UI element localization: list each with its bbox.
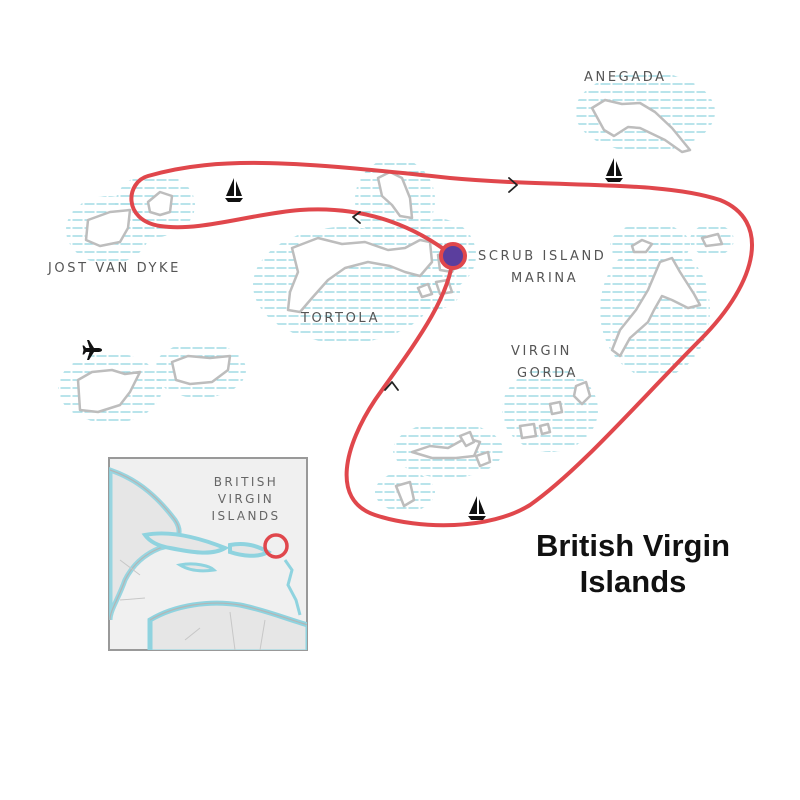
inset-map xyxy=(108,457,308,651)
label-virgin-gorda-line1: VIRGIN xyxy=(511,344,572,359)
inset-label-line1: BRITISH xyxy=(213,475,279,489)
inset-label-line2: VIRGIN xyxy=(217,492,275,506)
water-hatching xyxy=(58,72,734,512)
label-scrub-island-line2: MARINA xyxy=(511,271,579,286)
island-little-thatch xyxy=(76,368,142,414)
route-arrow-icon xyxy=(352,177,518,391)
label-jost-van-dyke: JOST VAN DYKE xyxy=(48,261,181,276)
label-virgin-gorda-line2: GORDA xyxy=(517,366,579,381)
marina-marker[interactable] xyxy=(439,242,467,270)
island-norman xyxy=(170,354,232,386)
island-virgin-gorda-south xyxy=(572,380,592,406)
island-necker xyxy=(700,232,724,248)
island-dead-chest xyxy=(474,450,492,468)
sailboat-icon xyxy=(605,158,623,182)
island-virgin-gorda-north xyxy=(610,256,702,358)
label-anegada: ANEGADA xyxy=(584,70,667,85)
label-tortola: TORTOLA xyxy=(301,311,381,326)
airplane-icon xyxy=(82,340,102,360)
sailing-route xyxy=(129,160,754,528)
island-anegada xyxy=(590,98,692,154)
sailboat-icon xyxy=(225,178,243,202)
inset-location-marker xyxy=(263,533,289,559)
island-ginger xyxy=(518,422,538,440)
island-cooper xyxy=(538,422,552,436)
island-tortola xyxy=(286,236,434,314)
island-marina-cay-1 xyxy=(416,282,434,299)
island-fallen-jerusalem xyxy=(548,400,564,416)
inset-label-line3: ISLANDS xyxy=(211,509,281,523)
inset-label: BRITISH VIRGIN ISLANDS xyxy=(196,474,296,525)
label-scrub-island-line1: SCRUB ISLAND xyxy=(478,249,607,264)
island-eustatia xyxy=(630,238,654,254)
island-sandy-cay xyxy=(146,190,174,217)
map-title: British Virgin Islands xyxy=(535,528,731,599)
island-salt xyxy=(458,430,476,448)
sailboat-icon xyxy=(468,496,486,520)
island-jost-van-dyke xyxy=(84,208,132,248)
island-norman-cay xyxy=(394,480,416,508)
